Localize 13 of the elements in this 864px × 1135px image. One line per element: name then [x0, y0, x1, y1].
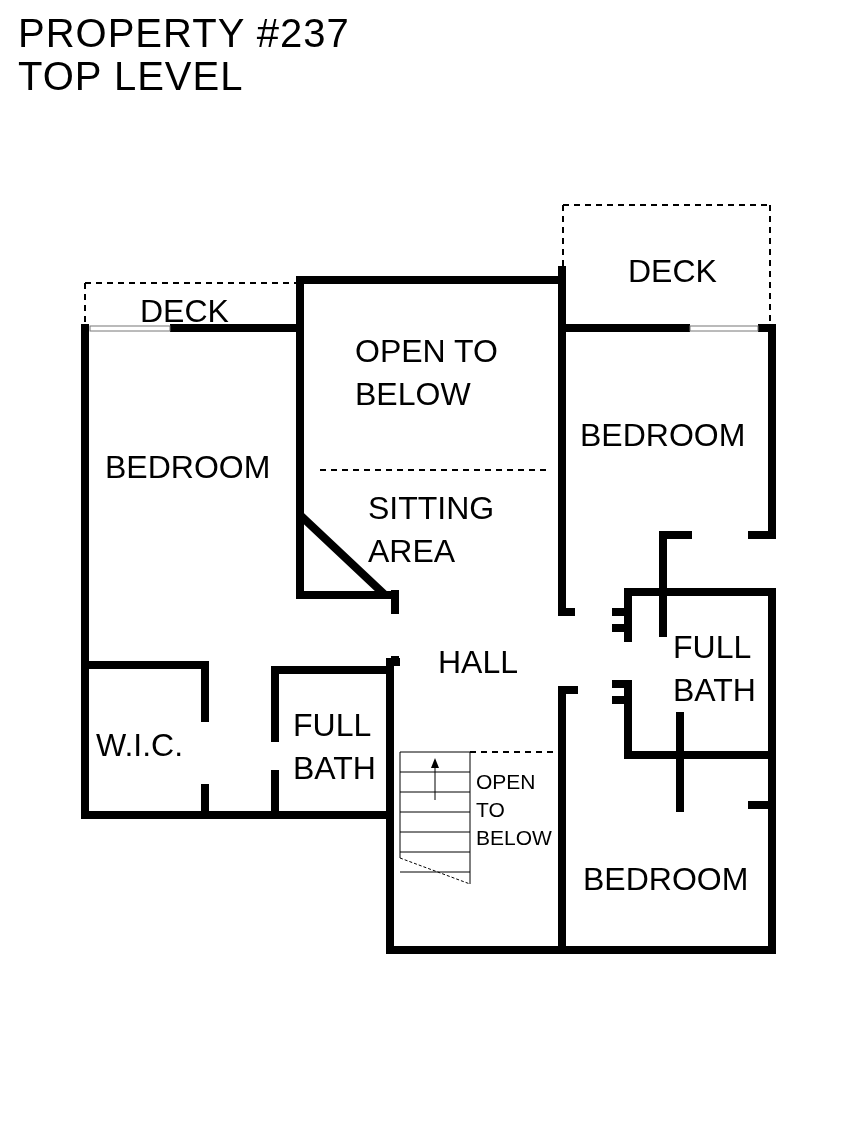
- room-label: BEDROOM: [580, 416, 746, 455]
- room-label: OPEN TO BELOW: [355, 332, 499, 414]
- room-label: BEDROOM: [105, 448, 271, 487]
- room-label: DECK: [140, 292, 229, 331]
- room-label: HALL: [438, 643, 519, 682]
- page-title: PROPERTY #237 TOP LEVEL: [18, 12, 351, 99]
- room-label: FULL BATH: [293, 706, 377, 788]
- room-label: OPEN TO BELOW: [476, 769, 553, 851]
- room-label: BEDROOM: [583, 860, 749, 899]
- room-label: W.I.C.: [96, 726, 184, 765]
- room-label: DECK: [628, 252, 717, 291]
- room-label: FULL BATH: [673, 628, 757, 710]
- room-label: SITTING AREA: [368, 489, 496, 571]
